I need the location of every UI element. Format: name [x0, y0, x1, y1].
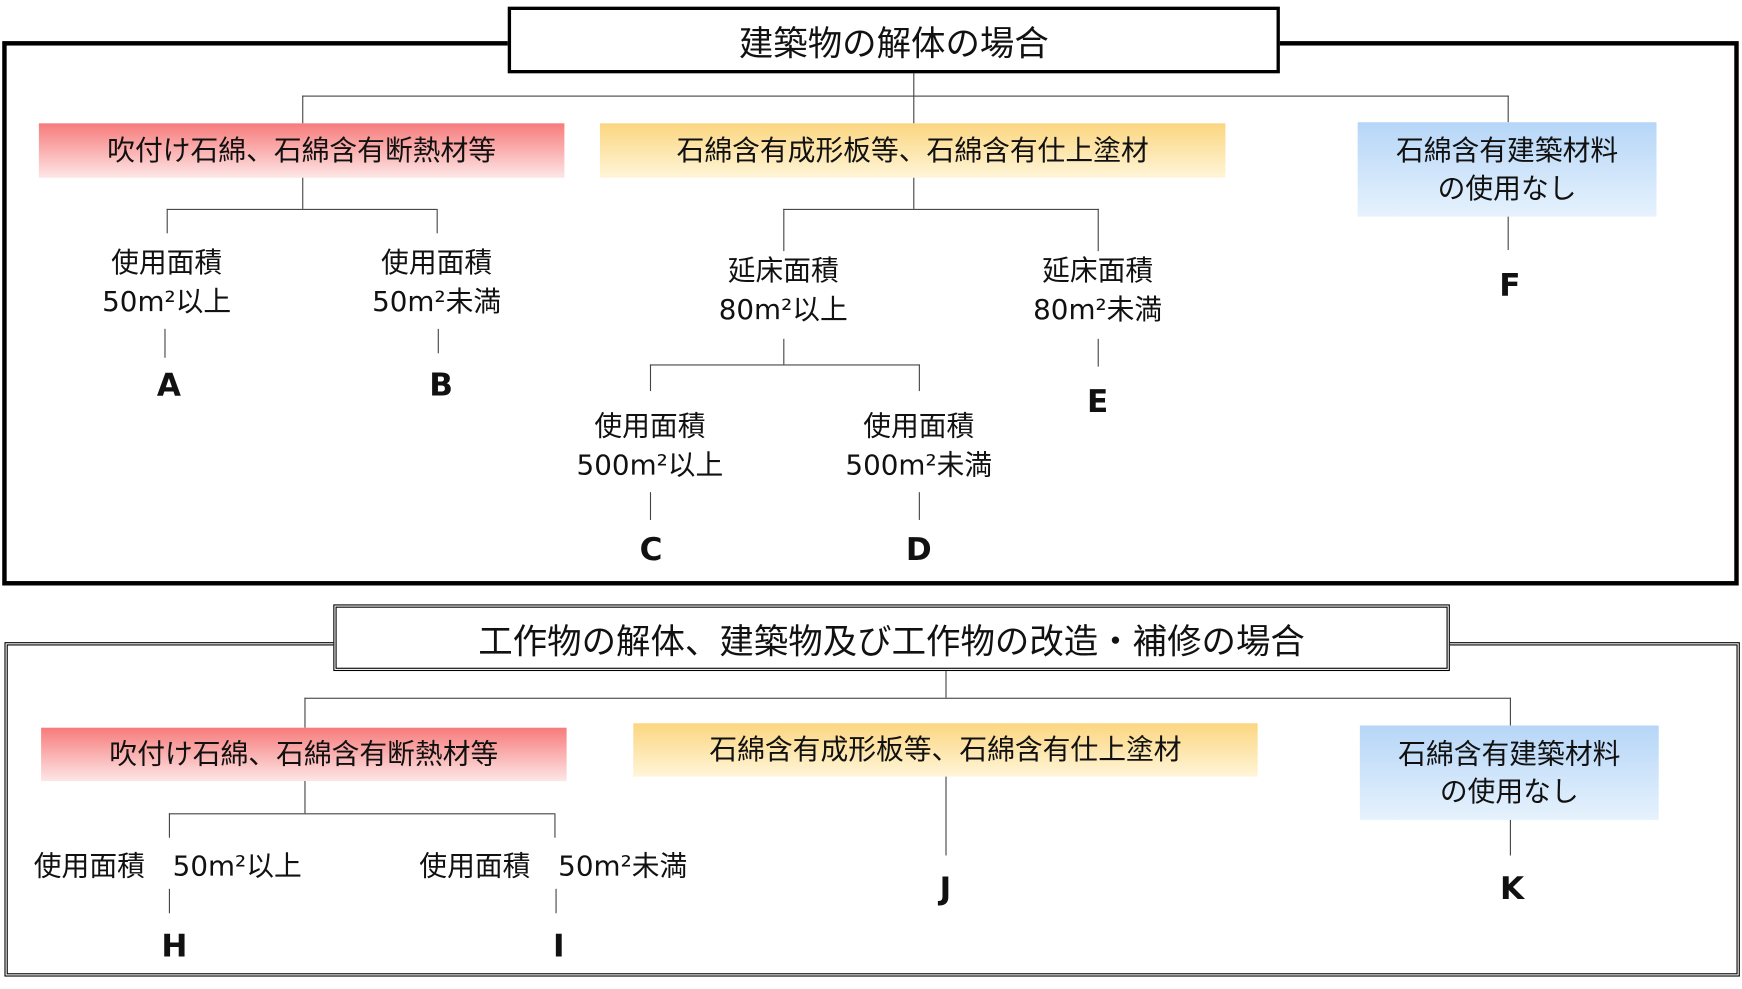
connector	[783, 208, 785, 252]
connector	[168, 813, 555, 815]
top-category-asbestos-boards: 石綿含有成形板等、石綿含有仕上塗材	[599, 123, 1226, 178]
connector	[1097, 338, 1099, 367]
result-k: K	[1500, 869, 1525, 907]
top-title-text: 建築物の解体の場合	[738, 23, 1049, 64]
connector	[913, 73, 915, 96]
condition-area-50-over: 使用面積 50m²以上	[33, 849, 302, 883]
category-label: 石綿含有建築材料	[1395, 133, 1619, 167]
category-label: の使用なし	[1437, 171, 1577, 204]
connector	[302, 95, 1509, 97]
connector	[649, 492, 652, 520]
connector	[304, 781, 306, 814]
connector	[918, 492, 920, 520]
connector	[918, 364, 920, 392]
connector	[304, 697, 1511, 699]
connector	[913, 177, 915, 209]
result-b: B	[429, 366, 453, 404]
result-j: J	[939, 869, 952, 907]
bottom-category-asbestos-boards: 石綿含有成形板等、石綿含有仕上塗材	[633, 723, 1258, 777]
connector	[302, 177, 304, 209]
category-label: 吹付け石綿、石綿含有断熱材等	[109, 737, 499, 770]
connector	[437, 328, 439, 354]
connector	[436, 208, 438, 234]
category-label: 石綿含有建築材料	[1398, 737, 1621, 770]
bottom-section-title: 工作物の解体、建築物及び工作物の改造・補修の場合	[333, 604, 1450, 672]
connector	[168, 813, 170, 838]
connector	[302, 95, 304, 124]
result-e: E	[1087, 383, 1109, 420]
connector	[649, 364, 652, 392]
connector	[166, 208, 168, 234]
connector	[945, 776, 947, 856]
result-f: F	[1499, 266, 1521, 304]
connector	[783, 208, 1099, 210]
bottom-category-no-asbestos: 石綿含有建築材料の使用なし	[1359, 725, 1659, 820]
connector	[166, 208, 437, 210]
connector	[1509, 697, 1511, 726]
connector	[304, 697, 306, 728]
category-label: の使用なし	[1439, 774, 1579, 808]
category-label: 石綿含有成形板等、石綿含有仕上塗材	[709, 733, 1182, 766]
result-c: C	[639, 531, 663, 568]
connector	[783, 338, 785, 365]
connector	[1507, 216, 1509, 250]
condition-area-50-under: 使用面積 50m²未満	[419, 849, 688, 883]
top-category-sprayed-asbestos: 吹付け石綿、石綿含有断熱材等	[38, 123, 565, 178]
bottom-category-sprayed-asbestos: 吹付け石綿、石綿含有断熱材等	[41, 727, 567, 782]
category-label: 吹付け石綿、石綿含有断熱材等	[107, 133, 497, 167]
bottom-title-text: 工作物の解体、建築物及び工作物の改造・補修の場合	[478, 621, 1305, 662]
result-i: I	[553, 927, 565, 965]
result-a: A	[156, 366, 181, 404]
connector	[913, 95, 915, 124]
connector	[1509, 819, 1511, 856]
connector	[168, 888, 170, 914]
category-label: 石綿含有成形板等、石綿含有仕上塗材	[676, 133, 1149, 167]
connector	[555, 888, 557, 914]
connector	[945, 671, 947, 698]
result-h: H	[161, 927, 188, 965]
connector	[554, 813, 556, 838]
top-section-title: 建築物の解体の場合	[507, 6, 1280, 74]
connector	[1097, 208, 1099, 252]
top-category-no-asbestos: 石綿含有建築材料の使用なし	[1357, 122, 1657, 217]
connector	[1507, 95, 1509, 123]
connector	[649, 364, 920, 366]
result-d: D	[905, 531, 932, 568]
connector	[164, 328, 166, 358]
